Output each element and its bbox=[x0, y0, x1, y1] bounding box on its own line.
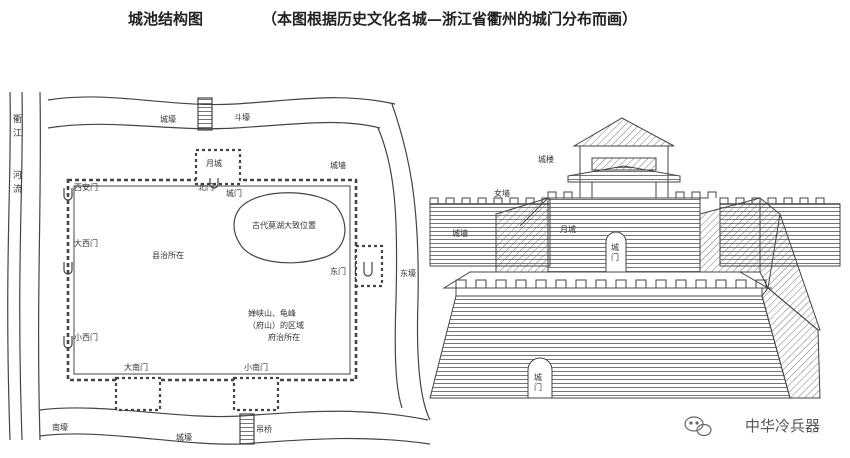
label-danmen: 大南门 bbox=[124, 362, 148, 372]
label-qujiang-2: 江 bbox=[13, 128, 22, 139]
barbican-gate bbox=[605, 231, 627, 273]
gate-tower-roof-top bbox=[572, 117, 675, 147]
label-heliu-2: 流 bbox=[13, 183, 22, 195]
back-crenel-left bbox=[429, 197, 551, 205]
moat-bottom-inner bbox=[39, 433, 431, 445]
label-nanhao: 南壕 bbox=[52, 422, 68, 432]
back-crenel-right bbox=[719, 197, 825, 205]
label-xianzhi: 县治所在 bbox=[152, 250, 184, 260]
river-line-1 bbox=[7, 91, 11, 441]
label-chengmen: 城门 bbox=[226, 188, 242, 198]
label-fuzhi-1: 婵峡山、龟峰 bbox=[248, 308, 296, 318]
barbican-right-wall bbox=[699, 197, 761, 273]
right-side-wall bbox=[761, 287, 821, 399]
label-xiaoximen: 小西门 bbox=[74, 332, 98, 342]
label-diaoqiao: 吊桥 bbox=[256, 424, 272, 434]
front-crenel bbox=[455, 279, 772, 289]
label-beimen: 北门 bbox=[198, 182, 214, 192]
watermark-icon bbox=[684, 416, 712, 437]
north-barbican bbox=[194, 148, 242, 186]
label-north-barbican: 月城 bbox=[206, 159, 222, 168]
gate-marker-east bbox=[363, 262, 373, 277]
plan-labels: 衢 江 河 流 城壕 斗壕 月城 城墙 西安门 北门 城门 古代莫湖大致位置 大… bbox=[13, 112, 416, 442]
bottom-bridge bbox=[239, 413, 255, 445]
diagram-subtitle: （本图根据历史文化名城—浙江省衢州的城门分布而画） bbox=[262, 10, 638, 28]
gate-marker-north bbox=[209, 178, 219, 189]
label-xiaonanmen: 小南门 bbox=[244, 362, 268, 372]
main-gate bbox=[527, 357, 553, 399]
label-gate-bottom-2: 门 bbox=[534, 382, 542, 392]
gate-marker-daxi bbox=[63, 262, 73, 275]
river-line-2 bbox=[19, 91, 23, 441]
south-barbican-1 bbox=[114, 376, 162, 412]
label-gate-bottom-1: 城 bbox=[534, 373, 542, 382]
moat-right-inner bbox=[377, 127, 403, 409]
perspective-labels: 城楼 女墙 城墙 月城 城 门 城 门 bbox=[452, 154, 619, 392]
label-top-moat: 城壕 bbox=[160, 114, 176, 124]
front-wall-face bbox=[429, 295, 791, 399]
label-section-yuecheng: 月城 bbox=[560, 225, 576, 234]
label-lake: 古代莫湖大致位置 bbox=[252, 220, 316, 230]
label-qujiang-1: 衢 bbox=[13, 113, 22, 125]
east-barbican bbox=[354, 244, 384, 288]
gate-tower-roof-mid bbox=[567, 165, 681, 183]
south-barbican-2 bbox=[232, 376, 280, 412]
gate-marker-xian bbox=[63, 188, 73, 201]
front-parapet bbox=[455, 287, 763, 297]
moat-top-inner bbox=[47, 121, 381, 130]
gate-marker-xiaoxi bbox=[63, 336, 73, 349]
label-dongmen: 东门 bbox=[330, 266, 346, 276]
city-wall-outer bbox=[66, 178, 358, 382]
label-wall: 城墙 bbox=[330, 160, 346, 170]
top-bridge bbox=[197, 97, 213, 131]
label-section-wall: 城墙 bbox=[452, 228, 468, 238]
plan-view bbox=[7, 91, 431, 445]
diagram-title: 城池结构图 bbox=[128, 10, 204, 28]
label-fuzhi-2: （府山）的区域 bbox=[248, 320, 304, 330]
ancient-lake bbox=[233, 192, 346, 264]
label-xianmen: 西安门 bbox=[74, 182, 98, 192]
label-fuzhi-3: 府治所在 bbox=[268, 332, 300, 342]
label-heliu-1: 河 bbox=[13, 169, 22, 181]
label-wenqiang: 女墙 bbox=[494, 188, 510, 198]
river-line-3 bbox=[37, 91, 42, 441]
label-chenglou: 城楼 bbox=[538, 154, 554, 164]
perspective-view bbox=[429, 117, 841, 399]
city-wall-inner bbox=[73, 185, 351, 375]
moat-top-outer bbox=[47, 96, 396, 106]
label-gate-top-1: 城 bbox=[611, 243, 619, 252]
label-donghao: 东壕 bbox=[400, 268, 416, 278]
label-gate-top-2: 门 bbox=[611, 252, 619, 262]
watermark-text: 中华冷兵器 bbox=[744, 417, 820, 435]
moat-right-outer bbox=[391, 103, 431, 421]
label-daximen: 大西门 bbox=[74, 238, 98, 248]
label-bottom-moat: 城壕 bbox=[176, 432, 192, 442]
right-slope-wall bbox=[759, 196, 821, 331]
label-top-bridge: 斗壕 bbox=[234, 112, 250, 122]
